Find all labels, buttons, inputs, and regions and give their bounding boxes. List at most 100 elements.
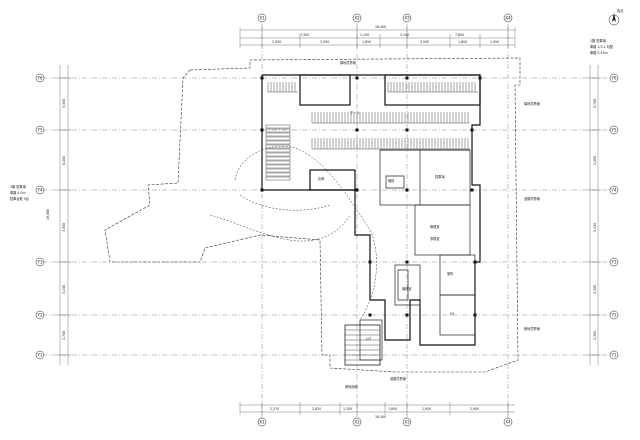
row-bubble-label: Y6 [611,75,617,80]
legend: 1階 駐車場 車路 1/3.1 勾配 車路 5.43m [590,38,614,55]
left-note-line-1: 1階 駐車場 [10,184,27,189]
room-parking-area: 駐車場 [435,174,445,179]
column-bubble: X3 [402,13,412,23]
room-labels: 駐車場 階段 管理室 事務室 便所 EV 入口 倉庫 機械室 ホール [318,110,455,341]
column-bubble: X4 [503,13,513,23]
dim-top-sub-2: 3,950 [320,40,329,44]
ramp-hatching [344,324,381,366]
column-bubble-label: X3 [404,15,410,20]
dim-top-seg-1: 7,300 [300,33,309,37]
parking-stall [265,176,291,181]
legend-line-2: 車路 1/3.1 勾配 [590,44,614,49]
row-bubble-label: Y3 [611,259,617,264]
dim-top-sub-3: 1,650 [362,40,371,44]
dim-top-sub-6: 1,950 [490,40,499,44]
dim-bottom-seg-4: 1,800 [388,407,397,411]
row-bubble-label: Y4 [611,187,617,192]
dim-bottom-seg-5: 1,950 [422,407,431,411]
column-marker [478,76,482,80]
parking-stall [265,148,291,153]
room-machine: 機械室 [402,286,412,291]
annotation-bottom-1: 道路境界線 [390,376,407,381]
dim-top-seg-4: 7,800 [455,33,464,37]
dim-top-sub-1: 2,950 [272,40,281,44]
dim-bottom-seg-1: 2,370 [270,407,279,411]
row-bubble: Y1 [35,350,45,360]
room-office-sub: 事務室 [430,236,440,241]
column-bubble: X1 [257,417,267,427]
column-bubble: X3 [402,417,412,427]
column-bubble-label: X1 [259,419,265,424]
column-bubble-label: X2 [354,15,360,20]
annotation-right-3: 敷地境界線 [524,326,541,331]
column-marker [355,188,359,192]
row-bubble: Y2 [609,310,619,320]
annotation-bottom-2: 敷地面積 [345,384,359,389]
interior-partitions [359,149,476,361]
structural-grid [42,14,610,425]
column-marker [368,313,372,317]
dim-bottom-seg-2: 2,820 [312,407,321,411]
column-bubble-label: X3 [404,419,410,424]
parking-stall [265,156,291,161]
dim-right-seg-3: 3,150 [593,223,597,232]
column-marker [470,128,474,132]
room-elevator: EV [450,312,455,316]
row-bubble-label: Y2 [611,312,617,317]
dim-left-seg-4: 3,150 [62,285,66,294]
annotation-right-1: 隣地境界線 [524,101,541,106]
parking-stall [265,152,291,157]
row-bubble-label: Y5 [611,127,617,132]
dim-left-overall: 19,860 [46,209,50,220]
row-bubble-label: Y4 [37,187,43,192]
dimension-labels: 16,400 7,300 1,150 3,100 7,800 2,950 3,9… [46,25,597,419]
row-bubble: Y3 [35,257,45,267]
row-bubble: Y4 [35,185,45,195]
dim-right-seg-4: 3,300 [593,285,597,294]
columns [260,76,482,317]
parking-stall [265,164,291,169]
column-marker [368,260,372,264]
room-restroom: 便所 [447,271,454,276]
boundary-annotations: 隣地境界線 道路境界線 敷地境界線 隣地境界線 道路境界線 敷地面積 [340,60,541,389]
column-marker [405,76,409,80]
dim-left-seg-2: 6,400 [62,156,66,165]
row-bubble: Y4 [609,185,619,195]
column-marker [260,188,264,192]
parking-stall [265,128,291,133]
row-bubble-label: Y1 [611,352,617,357]
room-entrance: 入口 [365,337,371,341]
dim-right-seg-1: 3,700 [593,99,597,108]
dim-bottom-seg-3: 1,350 [343,407,352,411]
parking-stall [265,160,291,165]
column-marker [355,128,359,132]
column-bubble-label: X2 [354,419,360,424]
column-bubble-label: X1 [259,15,265,20]
left-note-line-2: 車路 4.0m [10,190,26,195]
dim-top-overall: 16,400 [375,25,386,29]
column-marker [405,313,409,317]
column-bubble: X1 [257,13,267,23]
column-bubble: X4 [503,417,513,427]
column-marker [405,128,409,132]
parking-stall [265,172,291,177]
dimension-lines [57,27,601,415]
row-bubble: Y1 [609,350,619,360]
column-marker [405,188,409,192]
legend-line-3: 車路 5.43m [590,50,608,55]
row-bubble: Y2 [35,310,45,320]
dim-left-seg-3: 3,300 [62,223,66,232]
dim-bottom-seg-6: 2,900 [470,407,479,411]
column-bubble-label: X4 [505,15,511,20]
row-bubble-label: Y3 [37,259,43,264]
parking-stall [265,136,291,141]
column-bubble: X2 [352,417,362,427]
row-bubble: Y5 [609,125,619,135]
parking-stall [265,140,291,145]
column-marker [260,76,264,80]
dim-top-seg-2: 1,150 [360,33,369,37]
column-marker [260,128,264,132]
